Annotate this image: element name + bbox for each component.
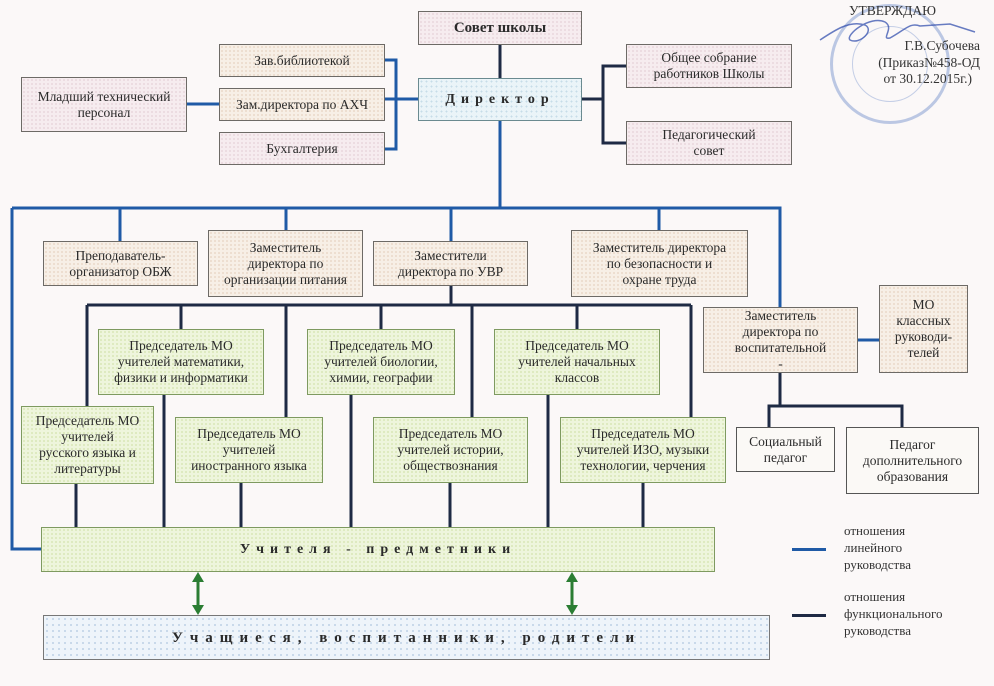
linear-connectors: [10, 58, 879, 551]
node-subject-teachers[interactable]: Учителя - предметники: [41, 527, 715, 572]
node-librarian[interactable]: Зав.библиотекой: [219, 44, 385, 77]
node-mo-foreign[interactable]: Председатель МО учителей иностранного яз…: [175, 417, 323, 483]
approval-stamp: УТВЕРЖДАЮ Г.В.Субочева (Приказ№458-ОД от…: [790, 0, 994, 130]
functional-connector: [601, 99, 626, 145]
node-school-council[interactable]: Совет школы: [418, 11, 582, 45]
functional-connector: [780, 404, 904, 427]
node-deputy-ahch[interactable]: Зам.директора по АХЧ: [219, 88, 385, 121]
stamp-seal-inner: [852, 26, 928, 102]
approval-signer: Г.В.Субочева: [904, 38, 980, 53]
node-ped-council[interactable]: Педагогический совет: [626, 121, 792, 165]
node-mo-arts[interactable]: Председатель МО учителей ИЗО, музыки тех…: [560, 417, 726, 483]
linear-connector: [10, 208, 41, 551]
approval-order: (Приказ№458-ОД: [878, 55, 980, 70]
node-mo-bio[interactable]: Председатель МО учителей биологии, химии…: [307, 329, 455, 395]
functional-connector: [582, 64, 626, 101]
node-mo-russian[interactable]: Председатель МО учителей русского языка …: [21, 406, 154, 484]
node-extra-pedagogue[interactable]: Педагог дополнительного образования: [846, 427, 979, 494]
node-accounting[interactable]: Бухгалтерия: [219, 132, 385, 165]
node-deputy-safety[interactable]: Заместитель директора по безопасности и …: [571, 230, 748, 297]
node-mo-history[interactable]: Председатель МО учителей истории, общест…: [373, 417, 528, 483]
node-social-pedagogue[interactable]: Социальный педагог: [736, 427, 835, 472]
approval-title: УТВЕРЖДАЮ: [848, 3, 936, 18]
linear-connector: [385, 58, 398, 151]
node-deputy-uvr[interactable]: Заместители директора по УВР: [373, 241, 528, 286]
node-obzh[interactable]: Преподаватель- организатор ОБЖ: [43, 241, 198, 286]
functional-connectors: [74, 45, 904, 527]
double-arrow-icon: [192, 572, 204, 615]
legend-linear-swatch: [792, 548, 826, 551]
node-deputy-edu[interactable]: Заместитель директора по воспитательной …: [703, 307, 858, 373]
functional-connector: [767, 373, 782, 427]
legend-functional-swatch: [792, 614, 826, 617]
node-deputy-food[interactable]: Заместитель директора по организации пит…: [208, 230, 363, 297]
legend-functional-label: отношения функционального руководства: [844, 589, 943, 638]
stamp-seal-outer: [830, 4, 950, 124]
linear-connector: [12, 206, 782, 307]
signature-icon: [819, 19, 976, 42]
legend-linear-label: отношения линейного руководства: [844, 523, 911, 572]
node-mo-class-leaders[interactable]: МО классных руководи- телей: [879, 285, 968, 373]
approval-date: от 30.12.2015г.): [883, 71, 972, 86]
node-mo-primary[interactable]: Председатель МО учителей начальных класс…: [494, 329, 660, 395]
double-arrow-icon: [566, 572, 578, 615]
node-mo-math[interactable]: Председатель МО учителей математики, физ…: [98, 329, 264, 395]
interaction-arrows: [192, 572, 578, 615]
node-general-meeting[interactable]: Общее собрание работников Школы: [626, 44, 792, 88]
node-director[interactable]: Директор: [418, 78, 582, 121]
node-junior-staff[interactable]: Младший технический персонал: [21, 77, 187, 132]
node-students-parents[interactable]: Учащиеся, воспитанники, родители: [43, 615, 770, 660]
